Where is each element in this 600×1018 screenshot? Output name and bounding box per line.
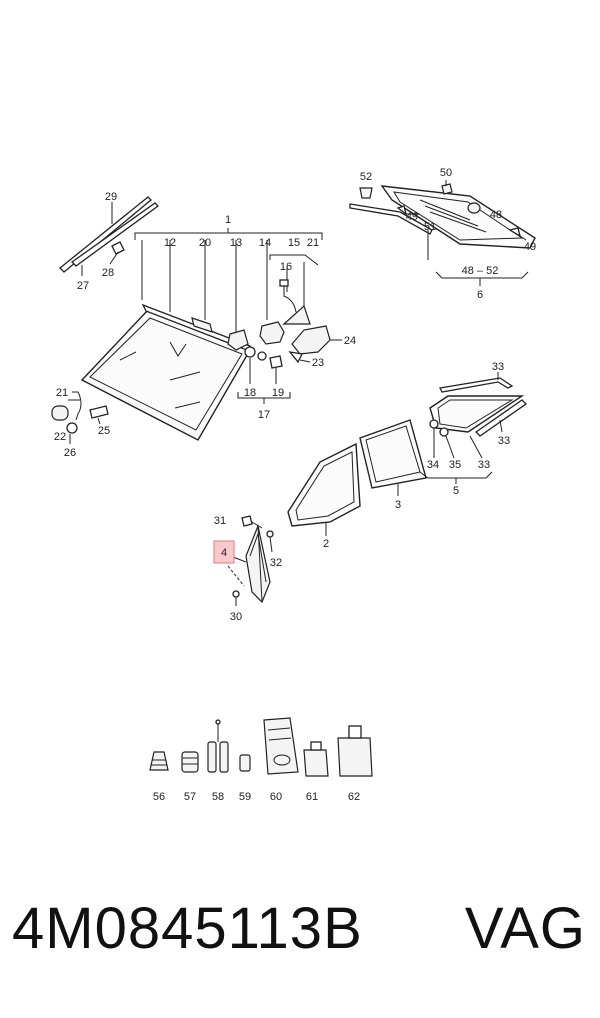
label-30: 30 xyxy=(230,611,242,623)
side-windows-group xyxy=(287,372,528,536)
label-4[interactable]: 4 xyxy=(221,547,227,559)
label-57: 57 xyxy=(184,791,196,803)
label-62: 62 xyxy=(348,791,360,803)
label-48-52: 48 – 52 xyxy=(462,265,499,277)
parts-diagram: 1 2 3 4 5 6 12 13 14 15 16 17 18 19 20 2… xyxy=(51,167,536,803)
accessories-group xyxy=(149,717,373,777)
strip-27 xyxy=(59,196,152,273)
label-25: 25 xyxy=(98,425,110,437)
part-number: 4M0845113B xyxy=(12,896,363,961)
label-5: 5 xyxy=(453,485,459,497)
label-33-top: 33 xyxy=(492,361,504,373)
rear-window-glass xyxy=(380,185,536,249)
label-13: 13 xyxy=(230,237,242,249)
label-16: 16 xyxy=(280,261,292,273)
label-51: 51 xyxy=(424,221,436,233)
highlight-box xyxy=(213,540,235,564)
label-32: 32 xyxy=(270,557,282,569)
label-31: 31 xyxy=(214,515,226,527)
label-26: 26 xyxy=(64,447,76,459)
label-33-right: 33 xyxy=(498,435,510,447)
brand-label: VAG xyxy=(464,896,586,961)
label-58: 58 xyxy=(212,791,224,803)
label-27: 27 xyxy=(77,280,89,292)
label-49-right: 49 xyxy=(524,241,536,253)
label-22: 22 xyxy=(54,431,66,443)
label-20: 20 xyxy=(199,237,211,249)
label-28: 28 xyxy=(102,267,114,279)
door-glass-front xyxy=(287,442,361,527)
label-3: 3 xyxy=(395,499,401,511)
label-52: 52 xyxy=(360,171,372,183)
label-18: 18 xyxy=(244,387,256,399)
strip-29 xyxy=(70,202,159,267)
label-59: 59 xyxy=(239,791,251,803)
label-21-left: 21 xyxy=(56,387,68,399)
label-6: 6 xyxy=(477,289,483,301)
label-48: 48 xyxy=(490,209,502,221)
label-1: 1 xyxy=(225,214,231,226)
windshield-group xyxy=(51,196,342,444)
label-34: 34 xyxy=(427,459,439,471)
label-17: 17 xyxy=(258,409,270,421)
label-56: 56 xyxy=(153,791,165,803)
callout-labels: 1 2 3 4 5 6 12 13 14 15 16 17 18 19 20 2… xyxy=(54,167,536,803)
label-61: 61 xyxy=(306,791,318,803)
footer: 4M0845113B VAG xyxy=(0,895,600,985)
label-15: 15 xyxy=(288,237,300,249)
label-49-left: 49 xyxy=(406,211,418,223)
label-50: 50 xyxy=(440,167,452,179)
label-23: 23 xyxy=(312,357,324,369)
label-19: 19 xyxy=(272,387,284,399)
windshield-glass xyxy=(80,309,252,441)
label-60: 60 xyxy=(270,791,282,803)
label-33-bottom: 33 xyxy=(478,459,490,471)
label-24: 24 xyxy=(344,335,356,347)
label-35: 35 xyxy=(449,459,461,471)
rear-window-group xyxy=(349,180,536,286)
label-2: 2 xyxy=(323,538,329,550)
triangle-glass xyxy=(245,523,271,604)
label-14: 14 xyxy=(259,237,271,249)
triangle-glass-group xyxy=(227,515,274,606)
label-21: 21 xyxy=(307,237,319,249)
label-29: 29 xyxy=(105,191,117,203)
label-12: 12 xyxy=(164,237,176,249)
